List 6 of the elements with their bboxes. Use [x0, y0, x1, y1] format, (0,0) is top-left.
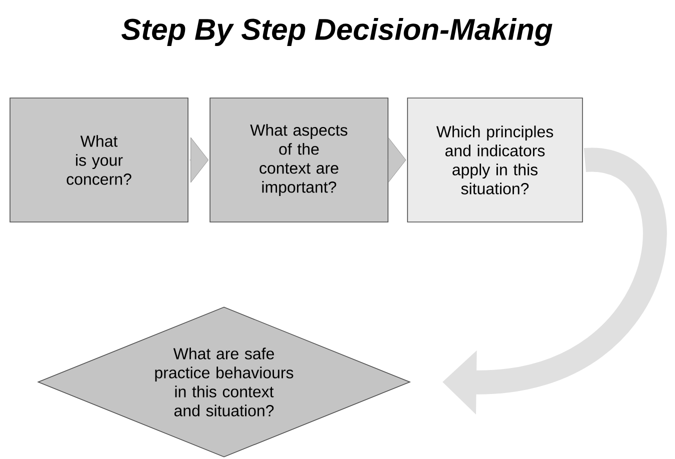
- chevron-arrow: [387, 137, 406, 183]
- process-box: What is your concern?: [10, 98, 188, 222]
- process-box: What aspects of the context are important?: [210, 98, 388, 222]
- chevron-arrow: [189, 137, 209, 183]
- process-box: Which principles and indicators apply in this situation?: [407, 98, 583, 222]
- title: Step By Step Decision-Making: [122, 18, 552, 46]
